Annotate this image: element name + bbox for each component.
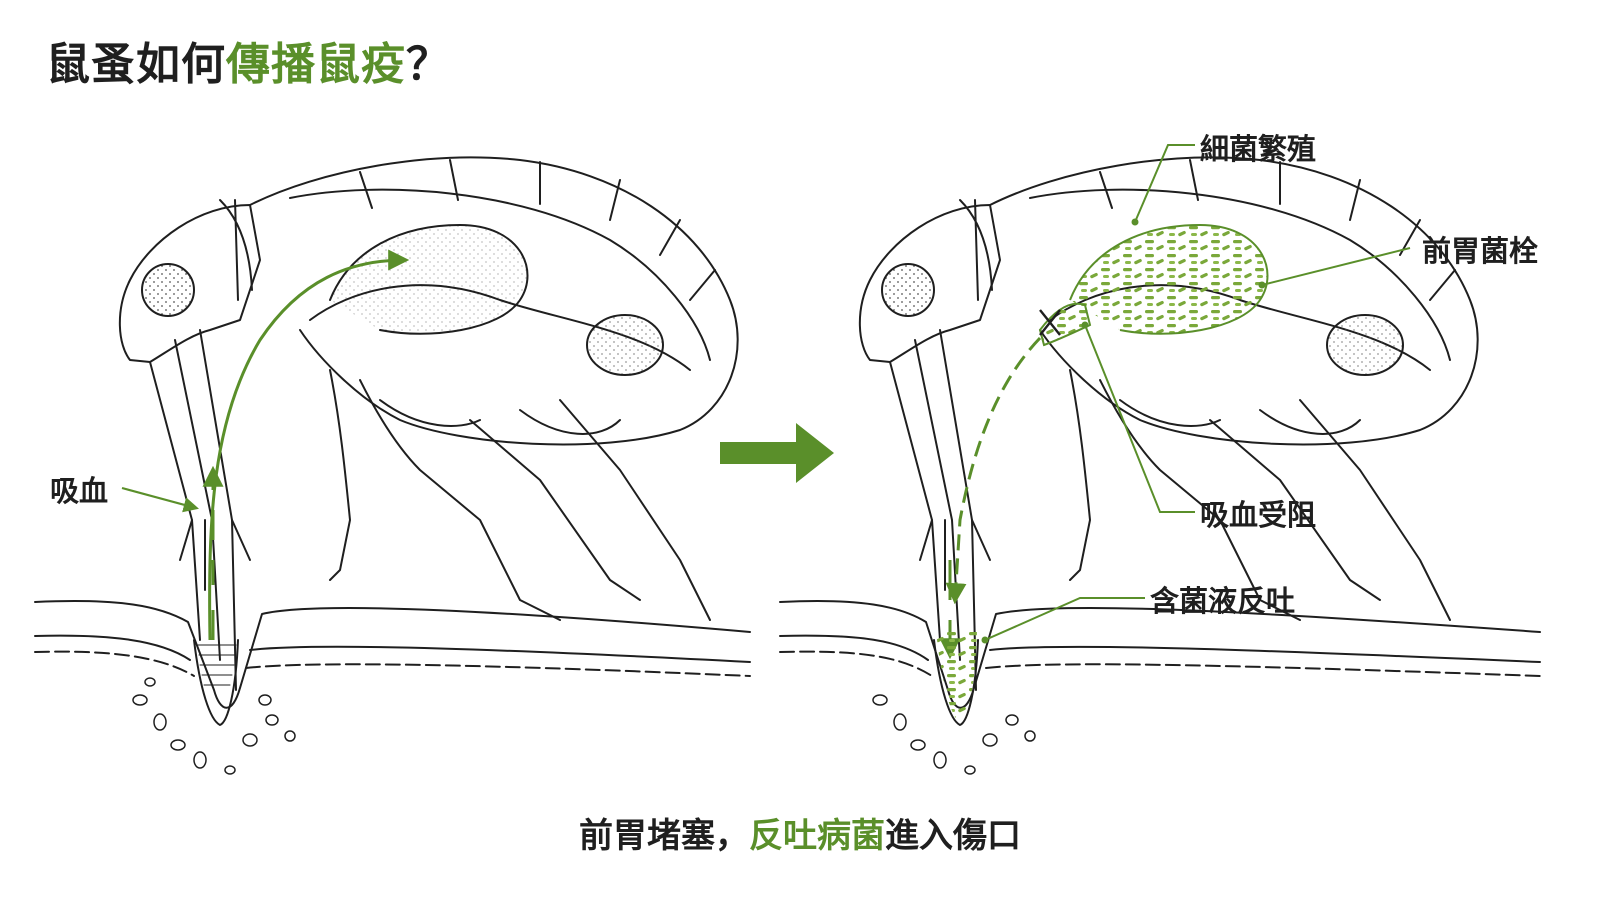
label-pointer-bacteria <box>1134 144 1195 223</box>
label-pointer-suck <box>121 486 199 513</box>
label-bacteria-multiply: 細菌繁殖 <box>1200 132 1317 166</box>
label-suck-blood: 吸血 <box>50 474 109 508</box>
left-flea-legs <box>329 369 711 621</box>
left-flea-panel <box>34 156 751 775</box>
right-blood-cells <box>872 694 1036 775</box>
right-flea-body <box>989 156 1479 446</box>
page-title: 鼠蚤如何傳播鼠疫？ <box>46 28 451 92</box>
label-pointer-regurgitate <box>984 597 1145 641</box>
wound-bacteria <box>936 630 977 722</box>
left-flea-body <box>249 156 739 446</box>
caption-part-1: 前胃堵塞， <box>579 816 749 856</box>
title-part-2-highlight: 傳播鼠疫 <box>226 39 406 90</box>
blocked-marker <box>1039 309 1061 336</box>
right-flea-eye <box>881 263 935 317</box>
left-flea-head <box>118 204 261 363</box>
transition-arrow <box>720 423 834 483</box>
label-pointer-plug <box>1261 247 1411 286</box>
left-blood-cells <box>132 677 296 775</box>
label-proventriculus-plug: 前胃菌栓 <box>1422 234 1539 268</box>
label-regurgitate: 含菌液反吐 <box>1150 584 1296 618</box>
regurgitation-arrow <box>945 336 1042 605</box>
label-blood-blocked: 吸血受阻 <box>1200 498 1317 532</box>
caption-part-3: 進入傷口 <box>885 816 1021 856</box>
caption: 前胃堵塞，反吐病菌進入傷口 <box>0 808 1600 857</box>
title-part-1: 鼠蚤如何 <box>46 39 226 90</box>
left-flea-eye <box>141 263 195 317</box>
proventriculus-plug <box>1038 302 1092 347</box>
label-pointer-blocked <box>1084 324 1195 513</box>
left-blood-flow-arrow <box>208 249 410 641</box>
left-skin-surface <box>34 599 751 709</box>
left-midgut <box>329 224 529 335</box>
left-skin-layer <box>34 634 751 663</box>
title-part-3: ？ <box>406 39 451 90</box>
caption-part-2-highlight: 反吐病菌 <box>749 816 885 856</box>
right-flea-panel <box>779 156 1541 775</box>
right-flea-head <box>858 204 1001 363</box>
bacteria-mass <box>1069 223 1269 335</box>
right-flea-legs <box>1069 369 1451 621</box>
